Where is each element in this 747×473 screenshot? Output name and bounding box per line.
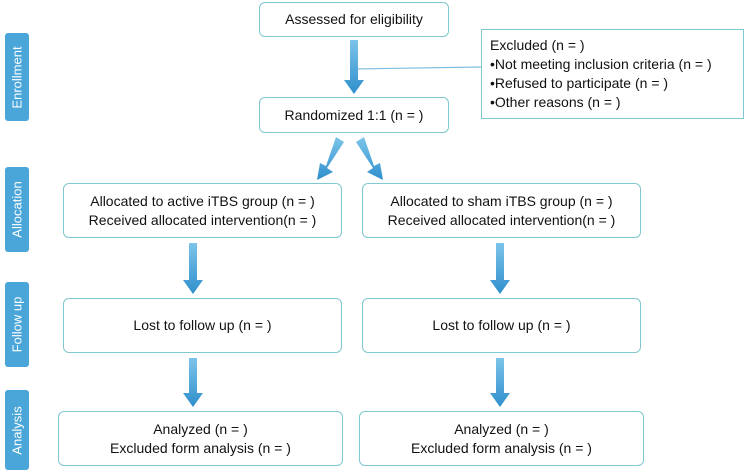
sham-received-label: Received allocated intervention(n = )	[387, 211, 616, 228]
arrow-active-to-analysis	[183, 358, 203, 407]
excluded-connector-line	[353, 66, 482, 70]
stage-analysis: Analysis	[5, 390, 29, 470]
active-received-label: Received allocated intervention(n = )	[88, 211, 317, 228]
arrow-sham-to-analysis	[490, 358, 510, 407]
excluded-item-refused: •Refused to participate (n = )	[490, 75, 669, 91]
active-lost-label: Lost to follow up (n = )	[133, 317, 272, 333]
excluded-item-other: •Other reasons (n = )	[490, 94, 621, 110]
randomized-label: Randomized 1:1 (n = )	[284, 106, 424, 123]
stage-follow-up: Follow up	[5, 282, 29, 367]
sham-excluded-analysis-label: Excluded form analysis (n = )	[411, 439, 592, 456]
excluded-title: Excluded (n = )	[490, 37, 585, 53]
stage-enrollment: Enrollment	[5, 33, 29, 121]
assessed-box: Assessed for eligibility	[259, 2, 449, 37]
excluded-item-not-meeting: •Not meeting inclusion criteria (n = )	[490, 56, 712, 72]
active-allocation-box: Allocated to active iTBS group (n = ) Re…	[63, 183, 342, 238]
sham-allocated-label: Allocated to sham iTBS group (n = )	[390, 192, 613, 209]
active-followup-box: Lost to follow up (n = )	[63, 298, 342, 353]
active-analyzed-label: Analyzed (n = )	[153, 420, 248, 437]
sham-followup-box: Lost to follow up (n = )	[362, 298, 641, 353]
sham-allocation-box: Allocated to sham iTBS group (n = ) Rece…	[362, 183, 641, 238]
arrow-active-to-followup	[183, 243, 203, 294]
sham-analysis-box: Analyzed (n = ) Excluded form analysis (…	[359, 411, 644, 466]
sham-lost-label: Lost to follow up (n = )	[432, 317, 571, 333]
arrow-randomized-to-sham	[356, 137, 383, 180]
active-allocated-label: Allocated to active iTBS group (n = )	[90, 192, 315, 209]
stage-allocation: Allocation	[5, 167, 29, 252]
arrow-sham-to-followup	[490, 243, 510, 294]
active-analysis-box: Analyzed (n = ) Excluded form analysis (…	[58, 411, 343, 466]
sham-analyzed-label: Analyzed (n = )	[454, 420, 549, 437]
arrow-assessed-to-randomized	[344, 40, 364, 94]
active-excluded-analysis-label: Excluded form analysis (n = )	[110, 439, 291, 456]
assessed-label: Assessed for eligibility	[285, 11, 423, 27]
arrow-randomized-to-active	[317, 137, 344, 180]
excluded-box: Excluded (n = ) •Not meeting inclusion c…	[481, 29, 744, 119]
randomized-box: Randomized 1:1 (n = )	[259, 97, 449, 133]
